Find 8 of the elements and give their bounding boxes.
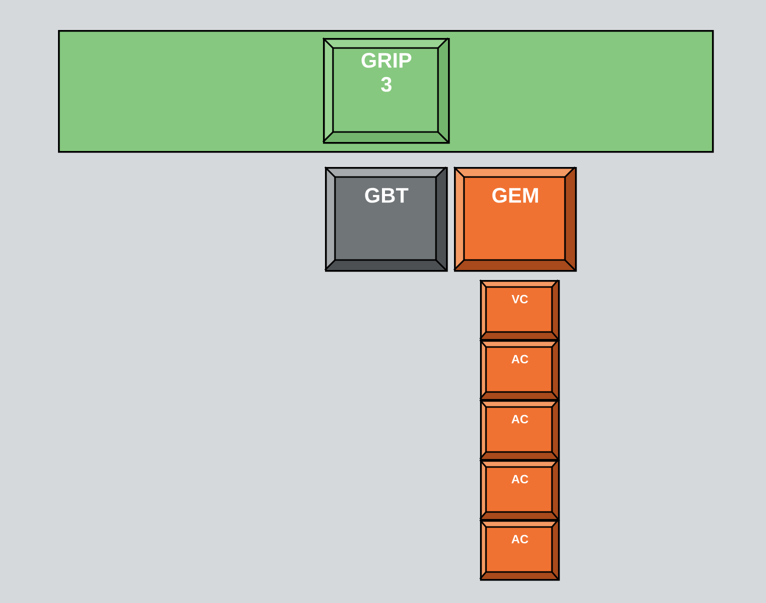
- key-button: AC: [479, 519, 560, 581]
- key-button: GEM: [453, 166, 577, 272]
- key-button: AC: [479, 339, 560, 401]
- key-button: GBT: [324, 166, 448, 272]
- key-button: AC: [479, 459, 560, 521]
- key-button: AC: [479, 399, 560, 461]
- key-button: VC: [479, 279, 560, 341]
- key-button: GRIP 3: [322, 37, 450, 144]
